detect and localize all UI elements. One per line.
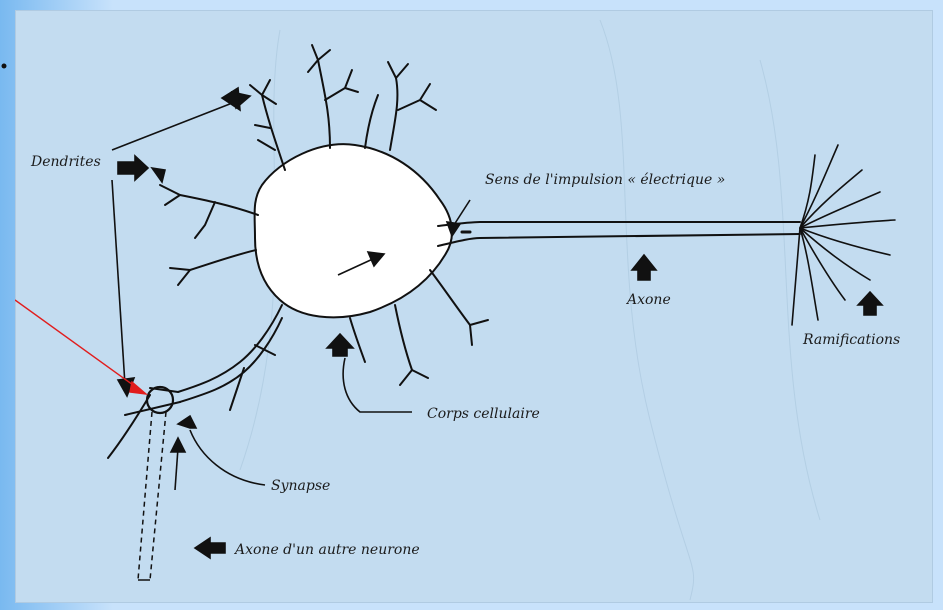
label-impulse-direction: Sens de l'impulsion « électrique » (485, 172, 725, 188)
red-pointer (15, 300, 146, 394)
pointer-arrows (112, 88, 882, 558)
axon-ramifications (792, 145, 895, 325)
lower-dendrite (108, 305, 282, 458)
label-other-axon: Axone d'un autre neurone (235, 542, 420, 558)
synapse-circle (147, 387, 173, 413)
label-axon: Axone (627, 292, 671, 308)
bullet-dot (0, 55, 8, 63)
neuron-drawing (15, 10, 933, 603)
label-dendrites: Dendrites (31, 154, 101, 170)
neuron-illustration: Dendrites Sens de l'impulsion « électriq… (15, 10, 933, 603)
other-axon (138, 412, 166, 580)
label-cell-body: Corps cellulaire (427, 406, 540, 422)
label-ramifications: Ramifications (803, 332, 900, 348)
axon (438, 222, 800, 246)
label-synapse: Synapse (271, 478, 330, 494)
